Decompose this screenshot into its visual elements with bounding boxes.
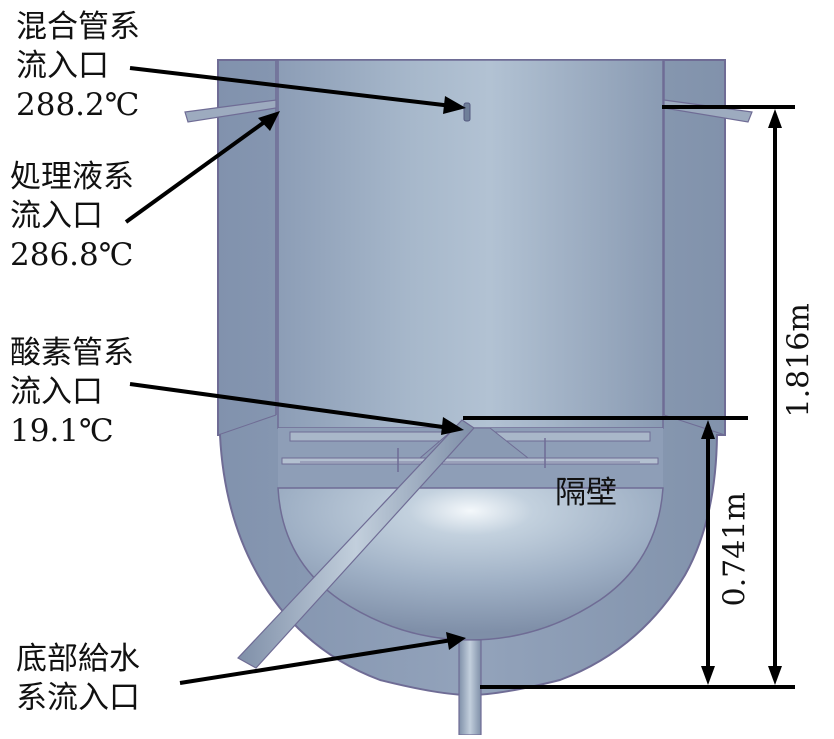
total-height-dimension: 1.816m (781, 303, 817, 418)
oxygen-inlet-label: 酸素管系 流入口 19.1℃ (10, 334, 134, 451)
dimension-lines (463, 105, 795, 689)
mixing-inlet-label: 混合管系 流入口 288.2℃ (16, 8, 140, 125)
mixing-inlet-temp: 288.2℃ (16, 87, 140, 123)
treatment-inlet-line1: 処理液系 (10, 159, 134, 195)
inner-cylinder (277, 59, 664, 429)
leader-arrows (124, 66, 453, 685)
bottom-inlet-line1: 底部給水 (16, 641, 140, 677)
bottom-inlet-line2: 系流入口 (16, 680, 140, 716)
lower-height-dimension: 0.741m (717, 492, 753, 607)
partition-label: 隔壁 (555, 475, 617, 511)
oxygen-inlet-line1: 酸素管系 (10, 335, 134, 371)
mixing-inlet-line1: 混合管系 (16, 9, 140, 45)
treatment-inlet-temp: 286.8℃ (10, 237, 134, 273)
oxygen-inlet-line2: 流入口 (10, 374, 103, 410)
bottom-inlet-label: 底部給水 系流入口 (16, 640, 140, 718)
leader-arrowheads (258, 96, 466, 650)
mixing-inlet-line2: 流入口 (16, 48, 109, 84)
treatment-inlet-line2: 流入口 (10, 198, 103, 234)
oxygen-pipe (237, 419, 475, 669)
dimension-arrowheads (701, 109, 782, 685)
mixing-inlet-nozzle (463, 102, 471, 122)
treatment-inlet-label: 処理液系 流入口 286.8℃ (10, 158, 134, 275)
bottom-feed-pipe (458, 639, 482, 736)
oxygen-inlet-temp: 19.1℃ (10, 413, 114, 449)
